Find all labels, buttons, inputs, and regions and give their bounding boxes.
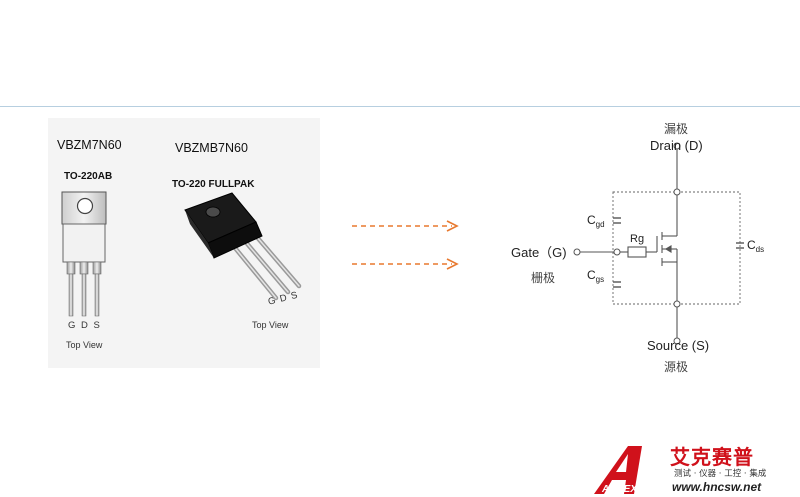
drain-cn-label: 漏极: [664, 122, 688, 136]
cgd-label: Cgd: [587, 213, 605, 229]
logo-name: 艾克赛普: [670, 445, 754, 469]
logo-url: www.hncsw.net: [672, 480, 762, 494]
source-cn-label: 源极: [664, 360, 688, 374]
gate-label: Gate（G): [511, 245, 567, 260]
gate-cn-label: 栅极: [531, 270, 555, 285]
header-divider: [0, 106, 800, 107]
logo-mark-text: ACCEXP: [601, 484, 644, 495]
left-package-name: TO-220AB: [64, 171, 113, 182]
mosfet-circuit: [577, 148, 744, 341]
right-package-name: TO-220 FULLPAK: [172, 179, 255, 190]
logo-tagline: 测试 · 仪器 · 工控 · 集成: [674, 469, 767, 479]
source-label: Source (S): [647, 338, 709, 353]
drain-label: Drain (D): [650, 138, 703, 153]
cgs-label: Cgs: [587, 268, 604, 284]
arrow-upper: [352, 220, 459, 232]
cds-label: Cds: [747, 238, 764, 254]
left-view-label: Top View: [66, 340, 103, 350]
left-part-number: VBZM7N60: [57, 138, 122, 152]
circuit-nodes: [573, 142, 681, 345]
to220ab-package-icon: [61, 191, 107, 317]
left-pin-labels: G D S: [68, 320, 100, 331]
rg-label: Rg: [630, 233, 644, 245]
to220-fullpak-package-icon: [184, 192, 302, 301]
arrow-lower: [352, 258, 459, 270]
logo-mark-icon: ACCEXP: [594, 446, 644, 495]
right-view-label: Top View: [252, 320, 289, 330]
right-part-number: VBZMB7N60: [175, 141, 248, 155]
accexp-logo: ACCEXP 艾克赛普 测试 · 仪器 · 工控 · 集成 www.hncsw.…: [588, 440, 800, 497]
